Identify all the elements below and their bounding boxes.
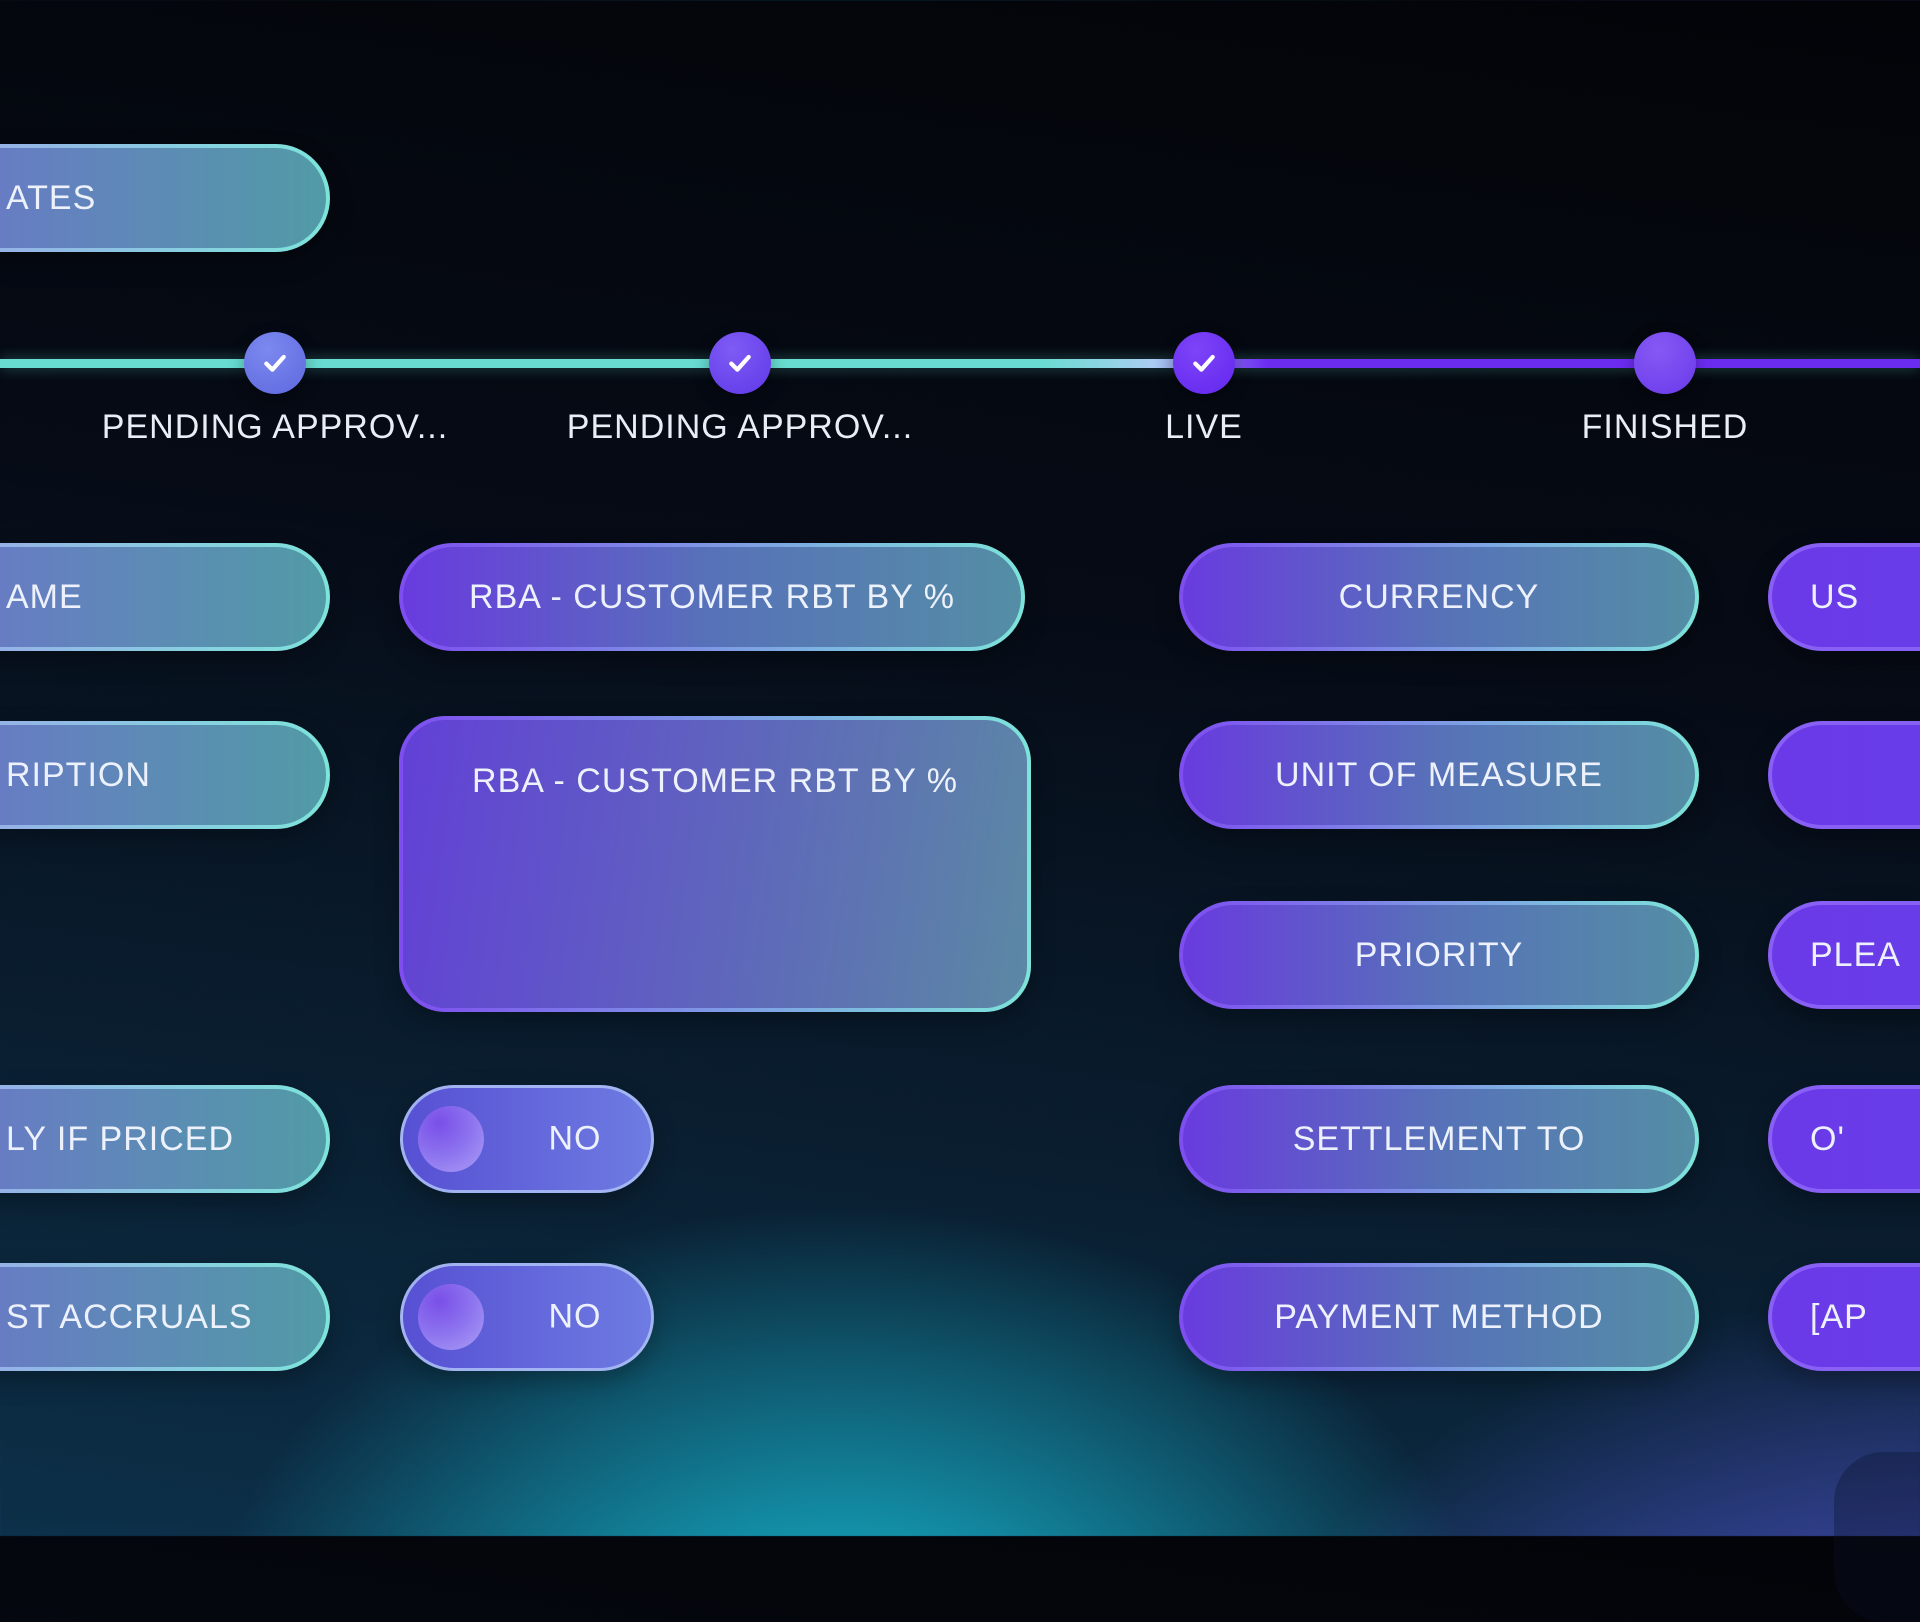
- settlement-to-value-pill[interactable]: O': [1768, 1085, 1920, 1193]
- unit-of-measure-label-pill: UNIT OF MEASURE: [1179, 721, 1699, 829]
- accruals-toggle[interactable]: NO: [400, 1263, 654, 1371]
- settlement-to-value: O': [1810, 1119, 1845, 1158]
- settlement-to-label-pill: SETTLEMENT TO: [1179, 1085, 1699, 1193]
- accruals-toggle-state: NO: [548, 1297, 602, 1336]
- settlement-to-label: SETTLEMENT TO: [1292, 1119, 1586, 1158]
- toggle-knob-icon: [418, 1106, 484, 1172]
- unit-of-measure-value-pill[interactable]: [1768, 721, 1920, 829]
- priority-label: PRIORITY: [1354, 935, 1524, 974]
- check-icon: [1193, 354, 1215, 372]
- stepper-progress-line: [0, 359, 1920, 368]
- currency-label-pill: CURRENCY: [1179, 543, 1699, 651]
- step-label-live: LIVE: [1165, 408, 1243, 446]
- step-node-live: [1173, 332, 1235, 394]
- name-value-pill[interactable]: RBA - CUSTOMER RBT BY %: [399, 543, 1025, 651]
- accruals-label-pill: ST ACCRUALS: [0, 1263, 330, 1371]
- step-node-pending-approval-1: [244, 332, 306, 394]
- payment-method-label-pill: PAYMENT METHOD: [1179, 1263, 1699, 1371]
- unit-of-measure-label: UNIT OF MEASURE: [1275, 755, 1603, 794]
- only-if-priced-toggle-state: NO: [548, 1119, 602, 1158]
- step-node-pending-approval-2: [709, 332, 771, 394]
- currency-label: CURRENCY: [1338, 577, 1540, 616]
- dates-pill-label: ATES: [6, 178, 97, 217]
- only-if-priced-toggle[interactable]: NO: [400, 1085, 654, 1193]
- name-field-label-pill: AME: [0, 543, 330, 651]
- check-icon: [729, 354, 751, 372]
- description-field-label-pill: RIPTION: [0, 721, 330, 829]
- corner-card-shape: [1834, 1452, 1920, 1622]
- toggle-knob-icon: [418, 1284, 484, 1350]
- payment-method-label: PAYMENT METHOD: [1274, 1297, 1604, 1336]
- check-icon: [264, 354, 286, 372]
- payment-method-value: [AP: [1810, 1297, 1868, 1336]
- step-node-finished: [1634, 332, 1696, 394]
- only-if-priced-label: LY IF PRICED: [6, 1119, 235, 1158]
- name-value: RBA - CUSTOMER RBT BY %: [469, 577, 955, 616]
- step-label-pending-approval-2: PENDING APPROV...: [566, 408, 914, 446]
- description-field-label: RIPTION: [6, 755, 151, 794]
- step-label-finished: FINISHED: [1581, 408, 1749, 446]
- dates-pill: ATES: [0, 144, 330, 252]
- currency-value-pill[interactable]: US: [1768, 543, 1920, 651]
- priority-value: PLEA: [1810, 935, 1901, 974]
- priority-value-pill[interactable]: PLEA: [1768, 901, 1920, 1009]
- accruals-label: ST ACCRUALS: [6, 1297, 253, 1336]
- only-if-priced-label-pill: LY IF PRICED: [0, 1085, 330, 1193]
- step-label-pending-approval-1: PENDING APPROV...: [101, 408, 449, 446]
- description-value: RBA - CUSTOMER RBT BY %: [472, 762, 958, 800]
- priority-label-pill: PRIORITY: [1179, 901, 1699, 1009]
- description-value-box[interactable]: RBA - CUSTOMER RBT BY %: [399, 716, 1031, 1012]
- currency-value: US: [1810, 577, 1860, 616]
- name-field-label: AME: [6, 577, 83, 616]
- payment-method-value-pill[interactable]: [AP: [1768, 1263, 1920, 1371]
